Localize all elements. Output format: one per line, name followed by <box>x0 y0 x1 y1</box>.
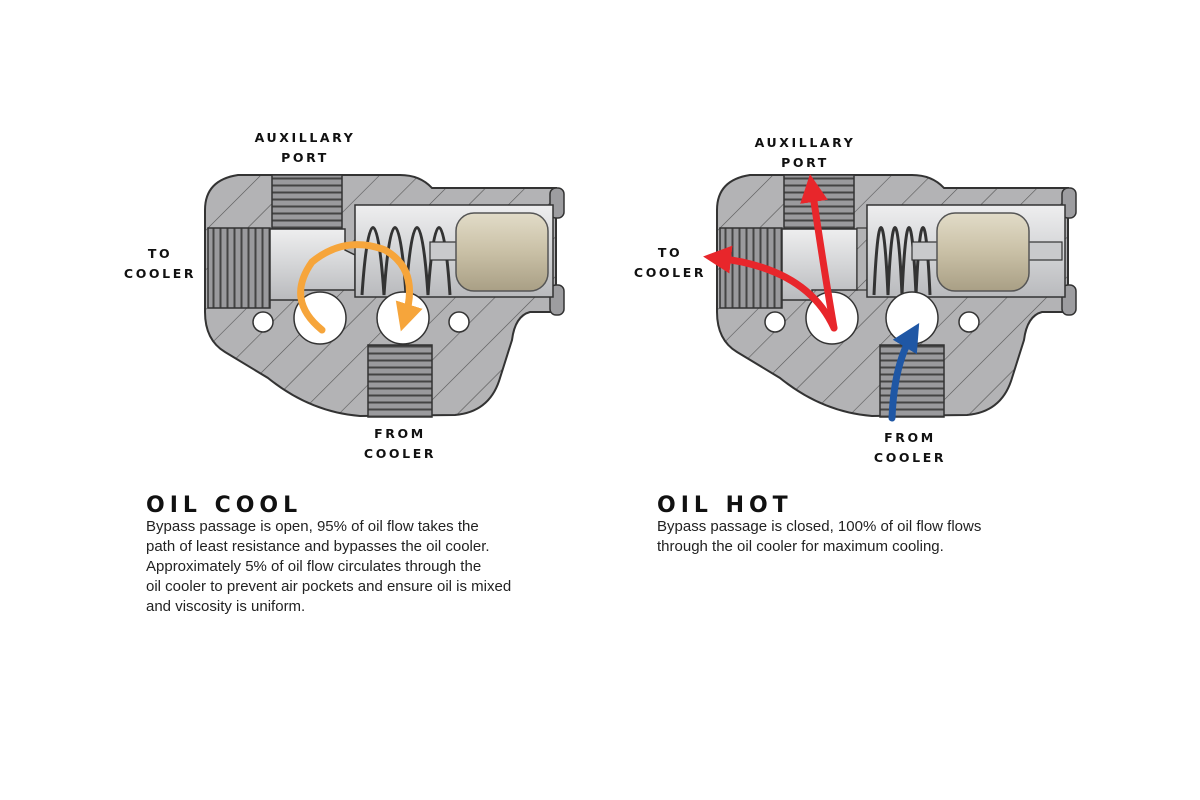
cool-aux-line1: AUXILLARY <box>254 130 356 145</box>
hot-to-line1: TO <box>657 245 683 260</box>
cool-from-line2: COOLER <box>363 446 437 461</box>
oil-cool-line-3: Approximately 5% of oil flow circulates … <box>146 558 482 575</box>
cool-to-line1: TO <box>147 246 173 261</box>
flow-to-cooler-arrow <box>703 245 838 332</box>
to-cooler-port-threads <box>207 227 271 309</box>
oil-cool-description: Bypass passage is open, 95% of oil flow … <box>146 517 511 617</box>
mounting-hole-right <box>958 311 980 333</box>
oil-cool-line-1: Bypass passage is open, 95% of oil flow … <box>146 518 479 535</box>
flow-to-auxiliary-arrow <box>800 174 838 332</box>
oil-cool-line-5: and viscosity is uniform. <box>146 598 306 615</box>
bypass-flow-arrow <box>297 241 423 334</box>
mounting-hole-left <box>252 311 274 333</box>
mounting-hole-right <box>448 311 470 333</box>
hot-from-line1: FROM <box>884 430 936 445</box>
hot-auxiliary-port-label: AUXILLARY PORT <box>740 133 870 173</box>
oil-cool-line-4: oil cooler to prevent air pockets and en… <box>146 578 512 595</box>
hot-from-cooler-label: FROM COOLER <box>850 428 970 468</box>
auxiliary-port-threads <box>271 174 343 230</box>
oil-hot-diagram <box>703 174 1077 422</box>
hot-from-line2: COOLER <box>873 450 947 465</box>
bypass-port-left <box>293 291 347 345</box>
from-cooler-port-threads <box>367 344 433 418</box>
hot-aux-line2: PORT <box>781 155 829 170</box>
oil-hot-line-2: through the oil cooler for maximum cooli… <box>657 538 944 555</box>
cool-auxiliary-port-label: AUXILLARY PORT <box>240 128 370 168</box>
cool-from-line1: FROM <box>374 426 426 441</box>
hot-aux-line1: AUXILLARY <box>754 135 856 150</box>
oil-cool-diagram <box>204 174 565 418</box>
cool-from-cooler-label: FROM COOLER <box>340 424 460 464</box>
cool-aux-line2: PORT <box>281 150 329 165</box>
flow-from-cooler-arrow <box>888 322 920 422</box>
thermostat-piston <box>936 212 1030 292</box>
closed-bypass-wall <box>856 227 868 291</box>
oil-cool-line-2: path of least resistance and bypasses th… <box>146 538 490 555</box>
oil-cool-title: OIL COOL <box>146 493 303 518</box>
cool-to-line2: COOLER <box>123 266 197 281</box>
hot-to-line2: COOLER <box>633 265 707 280</box>
cool-to-cooler-label: TO COOLER <box>110 244 210 284</box>
hot-to-cooler-label: TO COOLER <box>620 243 720 283</box>
oil-hot-line-1: Bypass passage is closed, 100% of oil fl… <box>657 518 982 535</box>
oil-hot-description: Bypass passage is closed, 100% of oil fl… <box>657 517 981 557</box>
mounting-hole-left <box>764 311 786 333</box>
thermostat-piston <box>455 212 549 292</box>
oil-hot-title: OIL HOT <box>657 493 793 518</box>
